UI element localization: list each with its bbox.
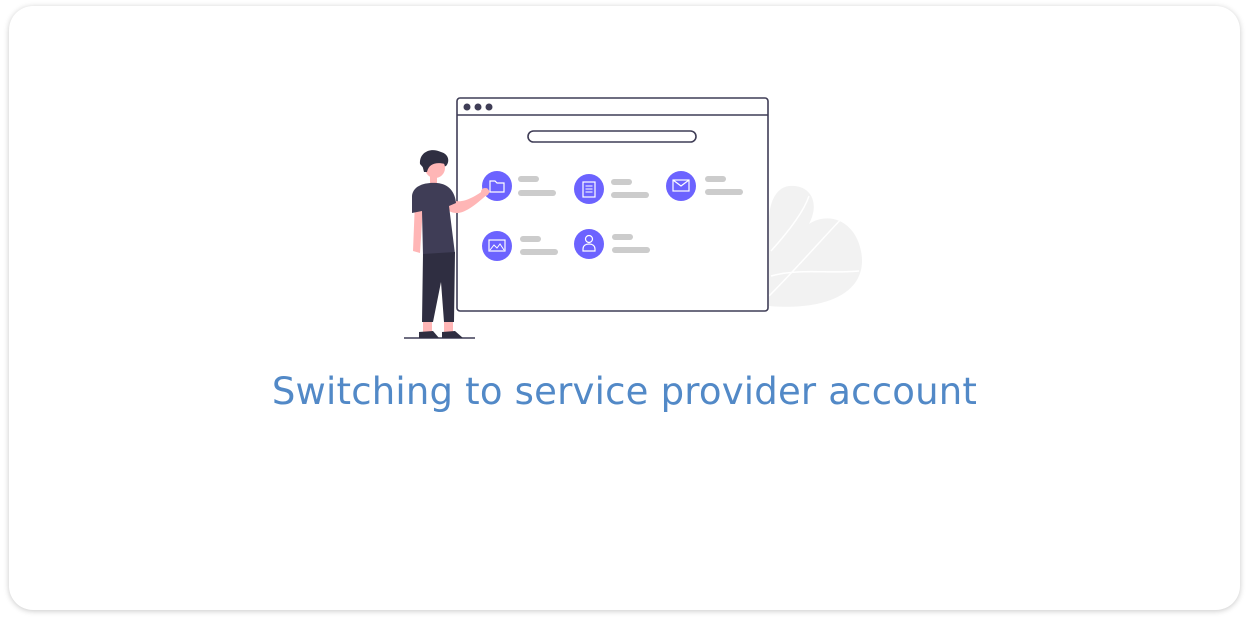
document-icon (582, 181, 596, 198)
image-tile (482, 231, 558, 261)
window-dot-icon (485, 103, 493, 111)
image-icon (488, 239, 506, 252)
user-tile (574, 229, 650, 259)
window-dot-icon (474, 103, 482, 111)
user-icon (582, 234, 596, 252)
switching-account-card: Switching to service provider account (9, 6, 1240, 610)
folder-tile (482, 171, 556, 201)
document-tile (574, 174, 649, 204)
switching-status-message: Switching to service provider account (271, 370, 978, 413)
person-figure (404, 150, 490, 339)
address-bar (527, 130, 697, 143)
mail-tile (666, 171, 743, 201)
window-dot-icon (463, 103, 471, 111)
browser-window (456, 97, 769, 312)
mail-icon (672, 179, 690, 192)
browser-illustration (404, 97, 863, 339)
leaf-decoration (768, 185, 863, 307)
